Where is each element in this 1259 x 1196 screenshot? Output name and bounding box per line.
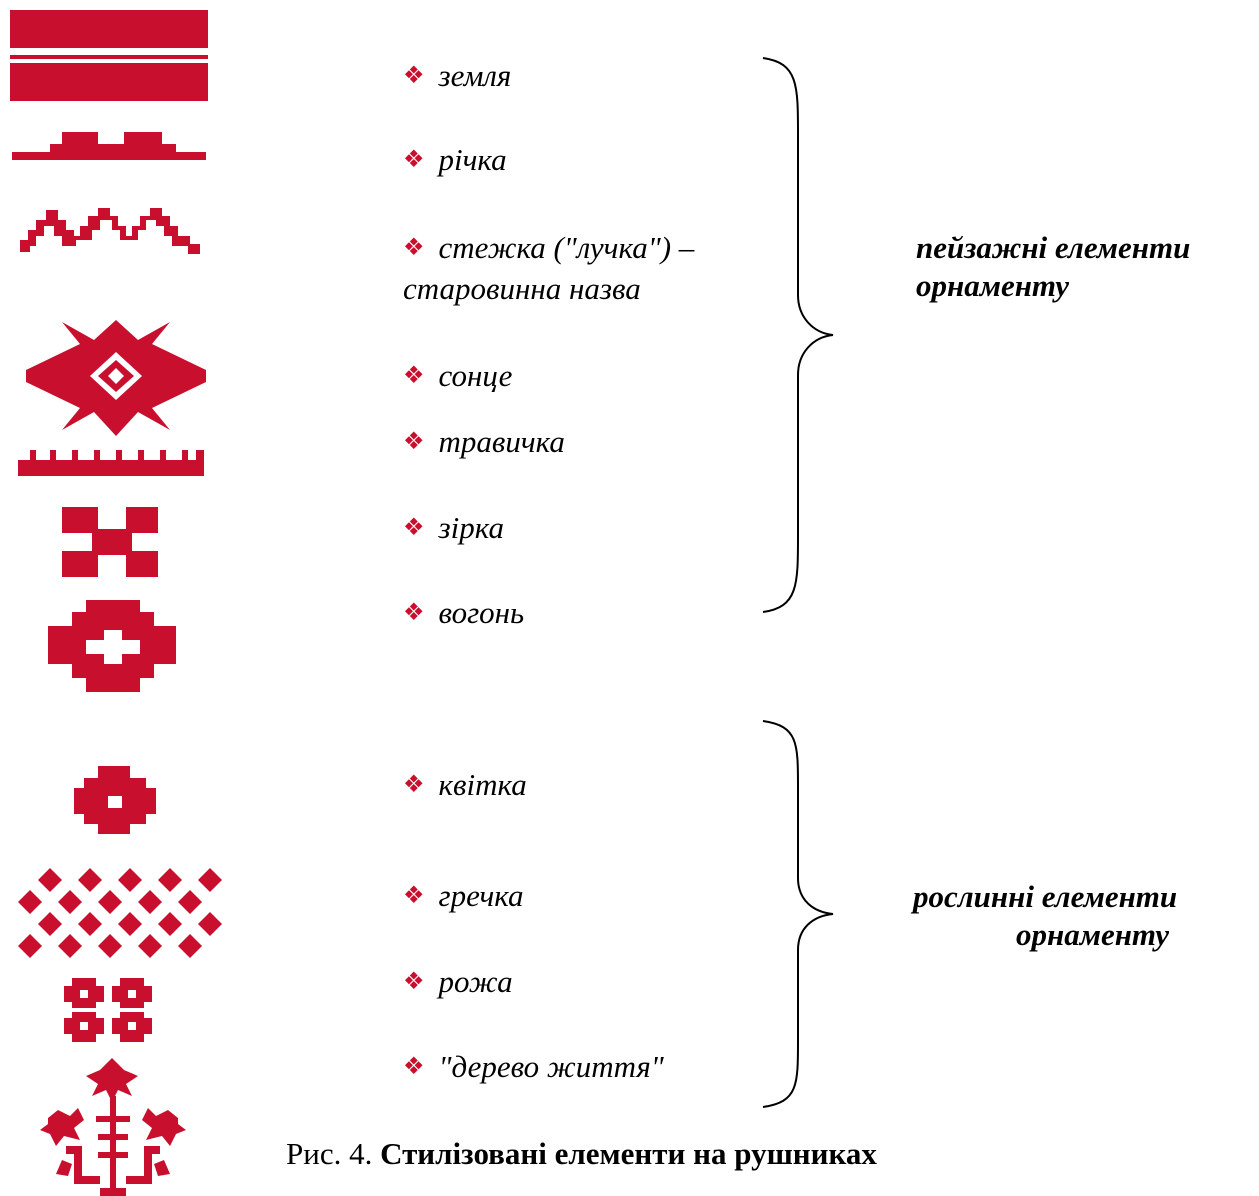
item-label: стежка ("лучка") – xyxy=(438,230,695,265)
figure-caption: Рис. 4. Стилізовані елементи на рушниках xyxy=(286,1136,877,1172)
river-motif xyxy=(0,126,230,166)
group-label-plant: рослинні елементи орнаменту xyxy=(913,878,1177,954)
star-motif xyxy=(0,505,230,579)
item-label: річка xyxy=(438,142,507,177)
buckwheat-motif xyxy=(0,866,230,962)
item-label: квітка xyxy=(438,767,527,802)
item-label: земля xyxy=(438,58,512,93)
sun-motif xyxy=(0,318,230,438)
list-item-rose: ❖ рожа xyxy=(403,963,513,1004)
flower-motif xyxy=(0,764,230,836)
diamond-bullet-icon: ❖ xyxy=(403,772,425,798)
item-label: зірка xyxy=(438,510,504,545)
list-item-buckwheat: ❖ гречка xyxy=(403,877,523,918)
item-label: травичка xyxy=(438,424,565,459)
item-label-continuation: старовинна назва xyxy=(403,271,641,306)
list-item-grass: ❖ травичка xyxy=(403,423,565,464)
right-brace-icon xyxy=(762,720,834,1108)
list-item-path: ❖ стежка ("лучка") – старовинна назва xyxy=(403,229,694,308)
item-label: "дерево життя" xyxy=(438,1049,664,1084)
item-label: сонце xyxy=(438,358,513,393)
diamond-bullet-icon: ❖ xyxy=(403,969,425,995)
item-label: рожа xyxy=(438,964,513,999)
fire-motif xyxy=(0,598,230,694)
group-label-line1: рослинні елементи xyxy=(913,879,1178,914)
earth-stripes-motif xyxy=(0,8,230,103)
list-item-river: ❖ річка xyxy=(403,141,507,182)
group-label-line2: орнаменту xyxy=(1016,917,1170,952)
group-label-landscape: пейзажні елементи орнаменту xyxy=(916,229,1190,305)
tree-of-life-motif xyxy=(0,1056,230,1196)
rose-motif xyxy=(0,972,230,1048)
diamond-bullet-icon: ❖ xyxy=(403,63,425,89)
diamond-bullet-icon: ❖ xyxy=(403,883,425,909)
diamond-bullet-icon: ❖ xyxy=(403,363,425,389)
right-brace-icon xyxy=(762,57,834,613)
diamond-bullet-icon: ❖ xyxy=(403,235,425,261)
caption-title: Стилізовані елементи на рушниках xyxy=(380,1136,877,1171)
grass-motif xyxy=(0,446,230,478)
path-motif xyxy=(0,206,230,256)
item-label: вогонь xyxy=(438,595,525,630)
list-item-star: ❖ зірка xyxy=(403,509,504,550)
list-item-flower: ❖ квітка xyxy=(403,766,527,807)
list-item-earth: ❖ земля xyxy=(403,57,511,98)
list-item-fire: ❖ вогонь xyxy=(403,594,524,635)
caption-prefix: Рис. 4. xyxy=(286,1136,373,1171)
group-label-line1: пейзажні елементи xyxy=(916,230,1191,265)
diamond-bullet-icon: ❖ xyxy=(403,1054,425,1080)
diamond-bullet-icon: ❖ xyxy=(403,515,425,541)
group-label-line2: орнаменту xyxy=(916,268,1070,303)
list-item-tree-of-life: ❖ "дерево життя" xyxy=(403,1048,664,1089)
item-label: гречка xyxy=(438,878,524,913)
diamond-bullet-icon: ❖ xyxy=(403,429,425,455)
list-item-sun: ❖ сонце xyxy=(403,357,512,398)
diamond-bullet-icon: ❖ xyxy=(403,147,425,173)
diamond-bullet-icon: ❖ xyxy=(403,600,425,626)
